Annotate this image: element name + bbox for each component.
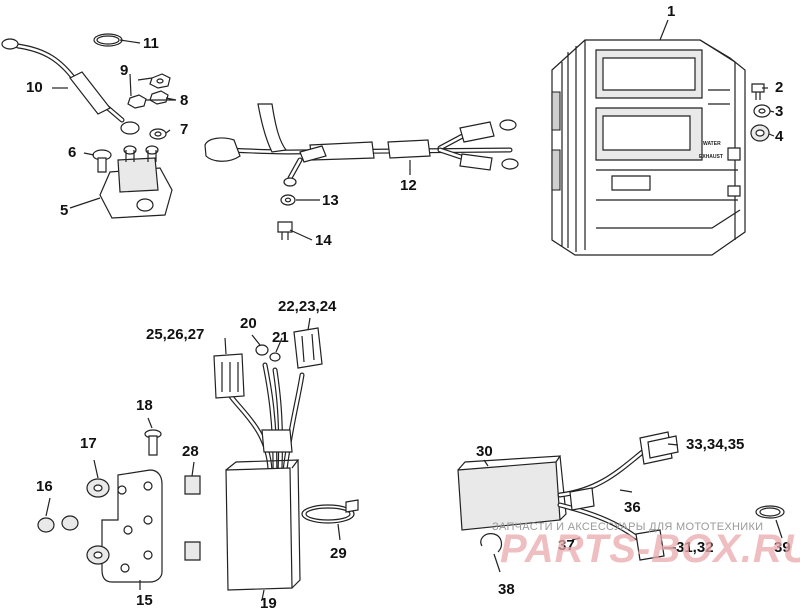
control-module-part-1 xyxy=(551,39,746,256)
callout-1: 1 xyxy=(667,3,676,20)
terminal-part-20 xyxy=(255,344,269,356)
callout-20: 20 xyxy=(240,315,257,332)
callout-21: 21 xyxy=(272,329,289,346)
bolt-part-2 xyxy=(751,83,765,100)
callout-38: 38 xyxy=(498,581,515,598)
module-exhaust-label: EXHAUST xyxy=(699,154,723,160)
callout-28: 28 xyxy=(182,443,199,460)
callout-8: 8 xyxy=(180,92,189,109)
screw-part-6 xyxy=(92,149,112,173)
leader-lines xyxy=(45,19,783,601)
washer-part-3 xyxy=(753,104,771,118)
solenoid-part-5 xyxy=(99,145,173,219)
callout-16: 16 xyxy=(36,478,53,495)
callout-11: 11 xyxy=(143,35,159,52)
connector-part-31 xyxy=(635,529,665,561)
nuts-part-8 xyxy=(127,90,169,109)
clamp-part-39 xyxy=(755,505,785,519)
callout-29: 29 xyxy=(330,545,347,562)
grommet-part-28 xyxy=(184,475,201,561)
nut-part-9 xyxy=(149,73,171,89)
callout-19: 19 xyxy=(260,595,277,612)
callout-5: 5 xyxy=(60,202,69,219)
callout-18: 18 xyxy=(136,397,153,414)
cable-part-10 xyxy=(1,38,140,135)
callout-39: 39 xyxy=(774,539,791,556)
module-part-30 xyxy=(457,455,567,531)
terminal-part-21 xyxy=(269,352,281,362)
connector-part-22 xyxy=(293,327,323,369)
callout-31-32: 31,32 xyxy=(676,539,714,556)
callout-13: 13 xyxy=(322,192,339,209)
bushings-part-16 xyxy=(37,515,79,533)
callout-3: 3 xyxy=(775,103,784,120)
clamp-part-29 xyxy=(301,499,359,524)
callout-9: 9 xyxy=(120,62,129,79)
clip-part-38 xyxy=(480,533,503,553)
callout-15: 15 xyxy=(136,592,153,609)
connector-part-25 xyxy=(213,353,245,399)
grommets-part-17 xyxy=(86,478,110,565)
bolt-part-14 xyxy=(277,221,293,240)
screw-part-18 xyxy=(144,429,162,456)
watermark-logo: PARTS-BOX.RU xyxy=(500,527,800,571)
callout-36: 36 xyxy=(624,499,641,516)
harness-part-12 xyxy=(204,103,519,187)
callout-17: 17 xyxy=(80,435,97,452)
grommet-part-4 xyxy=(750,124,770,142)
callout-25-26-27: 25,26,27 xyxy=(146,326,205,343)
callout-10: 10 xyxy=(26,79,43,96)
callout-2: 2 xyxy=(775,79,784,96)
callout-14: 14 xyxy=(315,232,332,249)
rectifier-part-19 xyxy=(225,362,305,591)
harness-part-36 xyxy=(557,447,648,543)
callout-4: 4 xyxy=(775,128,784,145)
clip-part-11 xyxy=(93,33,123,47)
callout-22-23-24: 22,23,24 xyxy=(278,298,337,315)
callout-7: 7 xyxy=(180,121,189,138)
callout-33-34-35: 33,34,35 xyxy=(686,436,745,453)
washer-part-7 xyxy=(149,128,167,140)
bracket-part-15 xyxy=(101,469,163,583)
callout-6: 6 xyxy=(68,144,77,161)
connector-part-33 xyxy=(639,431,679,465)
callout-37: 37 xyxy=(558,537,575,554)
washer-part-13 xyxy=(280,194,296,206)
watermark-tagline: ЗАПЧАСТИ И АКСЕССУАРЫ ДЛЯ МОТОТЕХНИКИ xyxy=(492,521,764,533)
callout-12: 12 xyxy=(400,177,417,194)
module-water-label: WATER xyxy=(703,141,721,147)
callout-30: 30 xyxy=(476,443,493,460)
